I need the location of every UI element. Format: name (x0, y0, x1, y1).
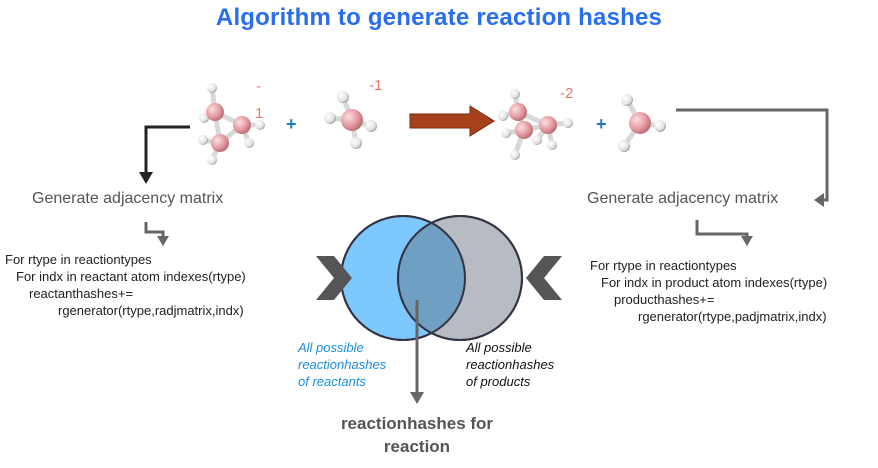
code-line: producthashes+= (614, 292, 715, 307)
reactant-2-charge: -1 (369, 77, 383, 94)
code-line: rgenerator(rtype,radjmatrix,indx) (58, 303, 244, 318)
result-line: reactionhashes for (340, 414, 494, 433)
reactant-molecule-1 (198, 83, 265, 165)
code-line: For rtype in reactiontypes (5, 252, 152, 267)
venn-overlap (398, 216, 465, 340)
reactant-plus-sign: + (286, 114, 297, 134)
reactant-hashes-label: All possible reactionhashes of reactants (298, 339, 386, 390)
label-line: reactionhashes (466, 357, 555, 372)
product-plus-sign: + (596, 114, 607, 134)
left-small-arrow (144, 222, 169, 246)
label-line: All possible (298, 340, 364, 355)
left-adjacency-heading: Generate adjacency matrix (32, 190, 224, 207)
result-label: reactionhashes for reaction (317, 412, 517, 458)
venn-diagram (340, 215, 523, 341)
left-chevron-icon (316, 256, 352, 300)
result-arrow (410, 300, 424, 404)
label-line: of reactants (298, 374, 366, 389)
product-1-charge: -2 (560, 85, 574, 102)
code-line: reactanthashes+= (29, 286, 134, 301)
label-line: of products (466, 374, 531, 389)
reaction-arrow (409, 105, 495, 137)
code-line: For indx in product atom indexes(rtype) (601, 275, 828, 290)
reactant-molecule-2 (324, 91, 377, 149)
code-line: rgenerator(rtype,padjmatrix,indx) (638, 309, 827, 324)
product-molecule-1 (498, 89, 573, 160)
page-title: Algorithm to generate reaction hashes (215, 4, 663, 31)
code-line: For indx in reactant atom indexes(rtype) (16, 269, 246, 284)
label-line: reactionhashes (298, 357, 387, 372)
label-line: All possible (466, 340, 532, 355)
left-code-block: For rtype in reactiontypes For indx in r… (5, 251, 246, 319)
right-adjacency-heading: Generate adjacency matrix (587, 190, 779, 207)
result-line: reaction (383, 437, 451, 456)
right-small-arrow (695, 220, 753, 246)
reactant-1-charge-bottom: 1 (255, 105, 264, 122)
right-connector-arrow (676, 108, 829, 207)
reactant-1-charge-top: - (256, 78, 261, 95)
right-code-block: For rtype in reactiontypes For indx in p… (590, 257, 827, 325)
product-molecule-2 (618, 94, 666, 152)
left-connector-arrow (139, 125, 190, 184)
code-line: For rtype in reactiontypes (590, 258, 737, 273)
product-hashes-label: All possible reactionhashes of products (466, 339, 554, 390)
right-chevron-icon (526, 256, 562, 300)
